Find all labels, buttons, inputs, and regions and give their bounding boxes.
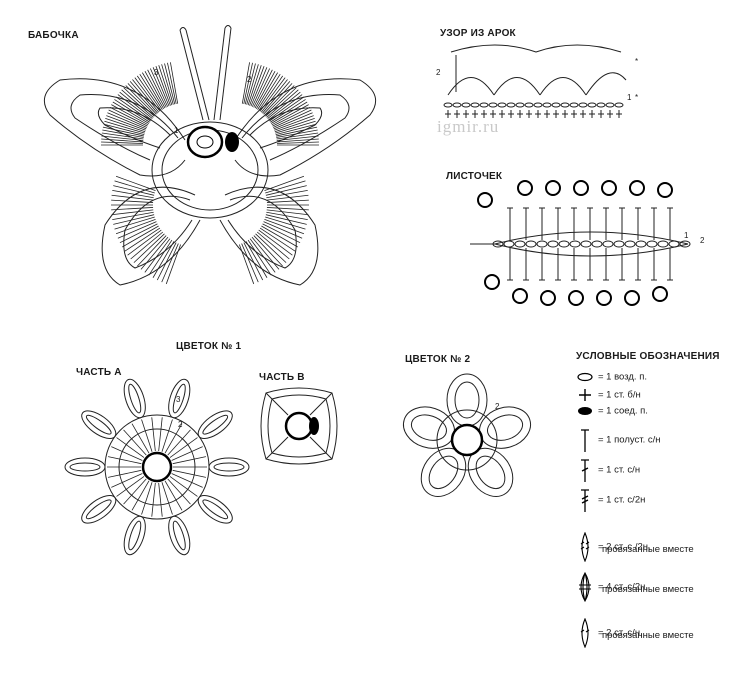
legend-item-treble: = 1 ст. с/2н — [576, 488, 645, 512]
slip-stitch-dot-icon — [578, 407, 592, 415]
arches-title: УЗОР ИЗ АРОК — [440, 28, 516, 39]
two-double-cluster-icon — [580, 618, 590, 648]
leaf-row-1: 1 — [684, 231, 689, 240]
double-crochet-icon — [581, 459, 589, 482]
leaf-row-2: 2 — [700, 236, 705, 245]
butterfly-slip-dot — [225, 132, 239, 152]
flower2-diagram — [402, 373, 532, 497]
flower1-part-b-diagram — [260, 387, 338, 465]
leaf-title: ЛИСТОЧЕК — [446, 171, 503, 182]
four-treble-cluster-icon — [579, 572, 591, 602]
single-crochet-plus-icon — [579, 389, 591, 401]
arches-star-b: * — [635, 93, 639, 102]
antenna-right — [213, 25, 232, 121]
two-treble-cluster-icon — [580, 532, 590, 562]
legend-item-four-treble-cluster: = 4 ст. с/2н, провязанные вместе — [576, 572, 694, 602]
legend-item-two-treble-cluster: = 2 ст. с /2н, провязанные вместе — [576, 532, 694, 562]
butterfly-head-ring — [186, 125, 224, 159]
flower1-title: ЦВЕТОК № 1 — [176, 341, 242, 352]
chain-oval-icon — [577, 372, 593, 382]
butterfly-title: БАБОЧКА — [28, 30, 79, 41]
flower1-row-3: 3 — [176, 395, 181, 404]
flower2-row-2: 2 — [495, 402, 500, 411]
wing-lower-left — [101, 186, 201, 286]
flower1-part-a-diagram — [64, 378, 250, 556]
legend-item-single-crochet: = 1 ст. б/н — [576, 389, 641, 402]
treble-crochet-icon — [581, 489, 589, 512]
leaf-diagram — [470, 180, 691, 306]
arches-diagram — [443, 44, 627, 118]
flower1-row-2: 2 — [178, 420, 183, 429]
flower2-center-ring — [450, 423, 484, 457]
antenna-left — [179, 27, 210, 121]
legend-item-slip-stitch: = 1 соед. п. — [576, 405, 648, 418]
butterfly-row-3: 3 — [154, 68, 159, 77]
butterfly-row-2: 2 — [247, 75, 252, 84]
flower2-title: ЦВЕТОК № 2 — [405, 354, 471, 365]
legend-item-double: = 1 ст. с/н — [576, 458, 640, 482]
butterfly-diagram — [43, 25, 377, 286]
part-a-title: ЧАСТЬ A — [76, 367, 122, 378]
legend-item-half-double: = 1 полуст. с/н — [576, 428, 660, 452]
part-b-title: ЧАСТЬ B — [259, 372, 305, 383]
legend-item-chain: = 1 возд. п. — [576, 371, 647, 384]
part-b-center-ring — [284, 411, 314, 441]
watermark: igmir.ru — [437, 117, 500, 136]
arches-row-2: 2 — [436, 68, 441, 77]
half-double-crochet-icon — [581, 429, 589, 452]
legend-title: УСЛОВНЫЕ ОБОЗНАЧЕНИЯ — [576, 351, 720, 362]
butterfly-body — [151, 121, 269, 219]
legend-item-two-double-cluster: = 2 ст. с/н, провязанные вместе — [576, 618, 694, 648]
wing-lower-right — [219, 186, 319, 286]
butterfly-row-1: 1 — [174, 126, 179, 135]
arches-star-a: * — [635, 57, 639, 66]
arches-row-1: 1 — [627, 93, 632, 102]
flower1-center-ring — [141, 451, 173, 483]
